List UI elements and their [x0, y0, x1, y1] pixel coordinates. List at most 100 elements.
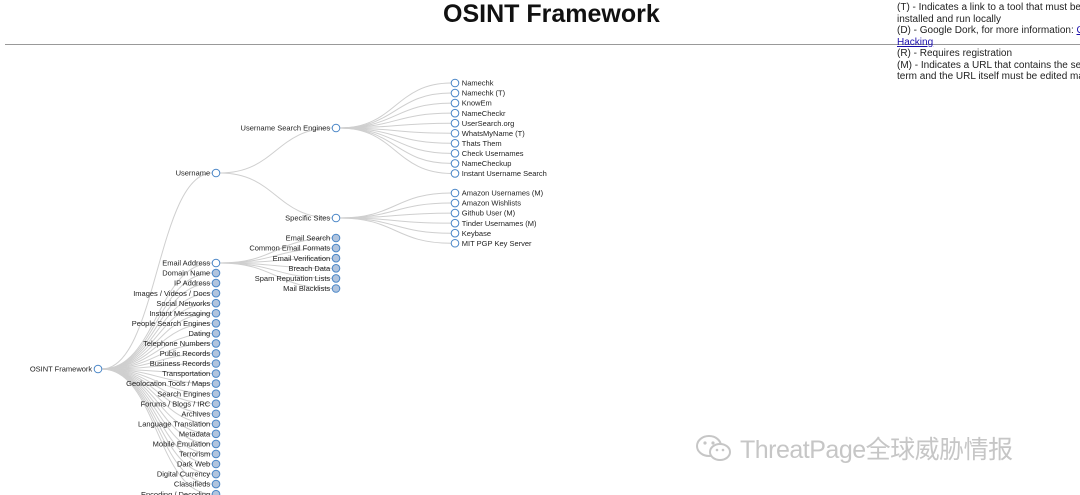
tree-node-label[interactable]: Breach Data: [288, 264, 331, 273]
tree-node-whatsmyname-t[interactable]: WhatsMyName (T): [450, 128, 525, 138]
tree-node-label[interactable]: Geolocation Tools / Maps: [126, 379, 210, 388]
collapsed-node-marker[interactable]: [211, 459, 221, 469]
tree-node-label[interactable]: Domain Name: [162, 269, 210, 278]
tree-node-label[interactable]: Common Email Formats: [249, 244, 330, 253]
expanded-node-marker[interactable]: [450, 218, 460, 228]
tree-node-instant-messaging[interactable]: Instant Messaging: [149, 309, 221, 318]
tree-node-label[interactable]: Amazon Usernames (M): [462, 189, 544, 198]
collapsed-node-marker[interactable]: [211, 329, 221, 338]
tree-node-label[interactable]: UserSearch.org: [462, 119, 515, 128]
collapsed-node-marker[interactable]: [211, 369, 221, 378]
tree-node-people-search-engines[interactable]: People Search Engines: [132, 319, 221, 328]
tree-node-dating[interactable]: Dating: [189, 329, 221, 338]
collapsed-node-marker[interactable]: [211, 278, 221, 288]
expanded-node-marker[interactable]: [450, 118, 460, 128]
tree-node-label[interactable]: Instant Messaging: [149, 309, 210, 318]
google-hacking-link[interactable]: G: [1077, 25, 1080, 36]
tree-node-dark-web[interactable]: Dark Web: [177, 459, 221, 469]
tree-node-label[interactable]: Instant Username Search: [462, 169, 547, 178]
collapsed-node-marker[interactable]: [211, 288, 221, 298]
tree-node-namechk[interactable]: Namechk: [450, 78, 494, 88]
expanded-node-marker[interactable]: [450, 188, 460, 198]
tree-node-mobile-emulation[interactable]: Mobile Emulation: [153, 439, 221, 449]
tree-node-label[interactable]: Tinder Usernames (M): [462, 219, 537, 228]
collapsed-node-marker[interactable]: [331, 233, 341, 243]
expanded-node-marker[interactable]: [450, 159, 460, 168]
tree-node-public-records[interactable]: Public Records: [160, 349, 221, 358]
tree-node-label[interactable]: Language Translation: [138, 419, 210, 428]
tree-node-label[interactable]: Encoding / Decoding: [141, 490, 210, 495]
tree-node-language-translation[interactable]: Language Translation: [138, 419, 221, 429]
tree-node-specific-sites[interactable]: Specific Sites: [285, 213, 341, 223]
tree-node-username-search-engines[interactable]: Username Search Engines: [241, 124, 341, 133]
collapsed-node-marker[interactable]: [211, 399, 221, 409]
tree-node-label[interactable]: Social Networks: [156, 299, 210, 308]
tree-node-instant-username-search[interactable]: Instant Username Search: [450, 169, 547, 178]
tree-node-search-engines[interactable]: Search Engines: [157, 389, 221, 398]
expanded-node-marker[interactable]: [450, 169, 460, 178]
tree-node-amazon-usernames-m[interactable]: Amazon Usernames (M): [450, 188, 544, 198]
tree-node-spam-reputation-lists[interactable]: Spam Reputation Lists: [255, 274, 341, 283]
tree-node-label[interactable]: Keybase: [462, 229, 491, 238]
collapsed-node-marker[interactable]: [211, 469, 221, 479]
tree-node-label[interactable]: Namechk: [462, 79, 494, 88]
tree-node-label[interactable]: Search Engines: [157, 389, 210, 398]
tree-node-telephone-numbers[interactable]: Telephone Numbers: [143, 339, 221, 348]
tree-node-mail-blacklists[interactable]: Mail Blacklists: [283, 284, 341, 293]
tree-node-ip-address[interactable]: IP Address: [174, 278, 221, 288]
tree-node-keybase[interactable]: Keybase: [450, 229, 491, 238]
tree-node-terrorism[interactable]: Terrorism: [179, 450, 221, 459]
tree-node-label[interactable]: Classifieds: [174, 480, 211, 489]
tree-node-metadata[interactable]: Metadata: [179, 429, 221, 438]
collapsed-node-marker[interactable]: [211, 479, 221, 489]
tree-node-label[interactable]: MIT PGP Key Server: [462, 239, 532, 248]
tree-node-images-videos-docs[interactable]: Images / Videos / Docs: [133, 288, 221, 298]
expanded-node-marker[interactable]: [450, 128, 460, 138]
tree-node-label[interactable]: Dark Web: [177, 460, 210, 469]
expanded-node-marker[interactable]: [331, 213, 341, 223]
collapsed-node-marker[interactable]: [211, 319, 221, 328]
tree-node-label[interactable]: Business Records: [150, 359, 211, 368]
tree-node-knowem[interactable]: KnowEm: [450, 98, 492, 108]
tree-node-label[interactable]: Forums / Blogs / IRC: [141, 399, 211, 408]
tree-node-domain-name[interactable]: Domain Name: [162, 269, 221, 278]
collapsed-node-marker[interactable]: [211, 339, 221, 348]
tree-node-namechk-t[interactable]: Namechk (T): [450, 89, 506, 98]
tree-node-github-user-m[interactable]: Github User (M): [450, 208, 516, 218]
tree-node-label[interactable]: Specific Sites: [285, 214, 330, 223]
tree-node-label[interactable]: NameCheckup: [462, 159, 512, 168]
tree-node-business-records[interactable]: Business Records: [150, 359, 221, 368]
collapsed-node-marker[interactable]: [331, 264, 341, 273]
tree-node-label[interactable]: Mail Blacklists: [283, 284, 330, 293]
tree-node-usersearch-org[interactable]: UserSearch.org: [450, 118, 515, 128]
tree-node-email-search[interactable]: Email Search: [286, 233, 341, 243]
tree-node-label[interactable]: Dating: [189, 329, 211, 338]
expanded-node-marker[interactable]: [450, 98, 460, 108]
collapsed-node-marker[interactable]: [211, 379, 221, 388]
tree-node-label[interactable]: Images / Videos / Docs: [133, 289, 210, 298]
tree-node-label[interactable]: Thats Them: [462, 139, 502, 148]
tree-node-label[interactable]: Username Search Engines: [241, 124, 331, 133]
collapsed-node-marker[interactable]: [211, 409, 221, 419]
tree-node-thats-them[interactable]: Thats Them: [450, 139, 502, 148]
tree-node-label[interactable]: People Search Engines: [132, 319, 211, 328]
collapsed-node-marker[interactable]: [211, 439, 221, 449]
tree-node-label[interactable]: Github User (M): [462, 209, 516, 218]
expanded-node-marker[interactable]: [450, 208, 460, 218]
tree-node-label[interactable]: Mobile Emulation: [153, 440, 211, 449]
expanded-node-marker[interactable]: [450, 238, 460, 248]
collapsed-node-marker[interactable]: [211, 489, 221, 495]
expanded-node-marker[interactable]: [211, 168, 221, 178]
tree-node-label[interactable]: Namechk (T): [462, 89, 506, 98]
tree-node-social-networks[interactable]: Social Networks: [156, 299, 221, 308]
tree-node-osint-framework[interactable]: OSINT Framework: [30, 365, 103, 374]
tree-node-encoding-decoding[interactable]: Encoding / Decoding: [141, 489, 221, 495]
collapsed-node-marker[interactable]: [331, 284, 341, 293]
tree-node-label[interactable]: Metadata: [179, 429, 211, 438]
tree-node-label[interactable]: Public Records: [160, 349, 211, 358]
tree-node-amazon-wishlists[interactable]: Amazon Wishlists: [450, 199, 521, 208]
tree-node-check-usernames[interactable]: Check Usernames: [450, 149, 524, 158]
collapsed-node-marker[interactable]: [211, 419, 221, 429]
tree-node-mit-pgp-key-server[interactable]: MIT PGP Key Server: [450, 238, 532, 248]
expanded-node-marker[interactable]: [450, 78, 460, 88]
